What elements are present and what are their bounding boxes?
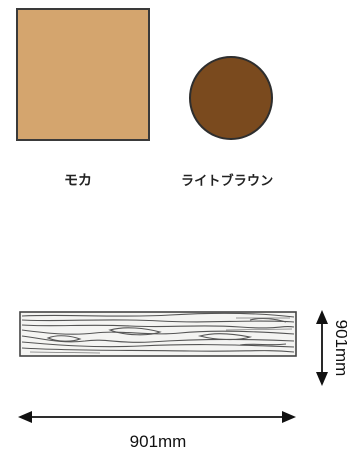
light-brown-color-swatch [189, 56, 273, 140]
width-dimension-label: 901mm [130, 432, 187, 451]
height-dimension-label: 901mm [332, 320, 347, 377]
mocha-label: モカ [64, 173, 92, 189]
wood-plank-illustration [19, 311, 297, 357]
light-brown-label: ライトブラウン [181, 174, 274, 189]
width-dimension-arrow [18, 411, 296, 423]
wood-plank-diagram: 901mm 901mm [18, 310, 347, 451]
height-dimension-arrow [316, 310, 328, 386]
mocha-color-swatch [16, 8, 150, 141]
